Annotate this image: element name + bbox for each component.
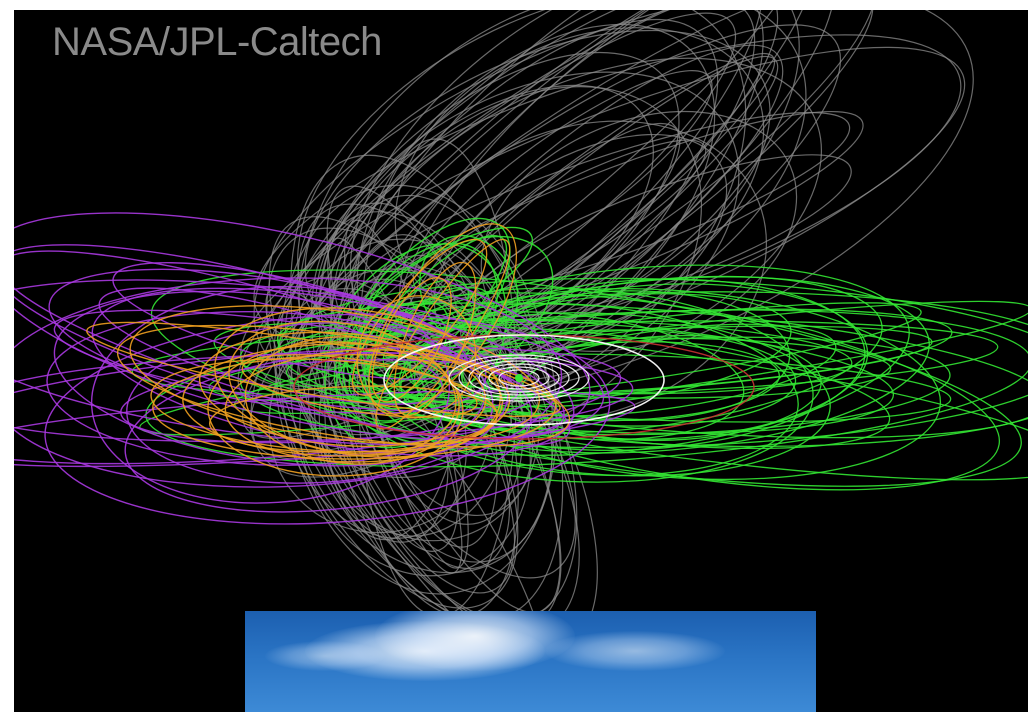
green-orbit — [145, 309, 1028, 468]
green-orbit — [419, 234, 519, 346]
gray-orbit — [313, 266, 513, 537]
orange-orbit — [241, 354, 478, 418]
green-orbit — [355, 226, 534, 338]
orange-orbit — [368, 223, 518, 415]
orange-orbit — [244, 336, 460, 465]
white-orbit — [458, 357, 580, 399]
orange-orbit — [86, 321, 561, 418]
purple-orbit — [14, 250, 571, 447]
image-credit: NASA/JPL-Caltech — [52, 20, 382, 64]
green-orbit — [333, 287, 814, 483]
purple-orbit — [14, 277, 563, 488]
gray-orbit — [286, 10, 801, 376]
white-orbit — [498, 369, 540, 387]
white-orbit — [488, 366, 550, 390]
central-body — [515, 374, 523, 382]
green-orbit — [460, 329, 797, 427]
green-orbit — [416, 336, 951, 436]
purple-orbit — [14, 390, 636, 468]
orange-orbit — [129, 305, 541, 445]
gray-orbit — [324, 234, 464, 541]
white-orbit — [448, 354, 590, 402]
gray-orbit — [284, 10, 779, 368]
gray-orbit — [297, 10, 807, 368]
orange-orbit — [356, 295, 477, 419]
green-orbit — [519, 334, 822, 442]
purple-orbit — [14, 212, 591, 441]
green-orbit — [335, 264, 910, 456]
purple-orbit — [48, 268, 487, 414]
cloud — [265, 641, 385, 671]
green-orbit — [353, 353, 952, 423]
orbit-image-frame: NASA/JPL-Caltech — [14, 10, 1028, 712]
white-orbit — [468, 360, 570, 396]
purple-orbit — [14, 279, 605, 446]
white-orbit — [478, 363, 560, 393]
orange-orbit — [214, 307, 501, 458]
orange-orbit — [371, 277, 452, 403]
gray-orbit — [297, 18, 719, 436]
cloud — [545, 631, 725, 671]
orange-orbit — [152, 353, 557, 460]
gray-orbit — [253, 34, 962, 350]
orbit-diagram — [14, 10, 1028, 671]
orange-orbit — [393, 261, 477, 417]
orange-orbit — [207, 341, 464, 477]
cloud — [375, 611, 575, 671]
orange-orbit — [198, 331, 487, 448]
orange-orbit — [182, 343, 511, 457]
sky-photo — [245, 611, 816, 712]
white-orbit — [383, 334, 665, 426]
purple-orbit — [53, 309, 519, 412]
green-orbit — [285, 308, 953, 397]
gray-orbit — [336, 278, 576, 579]
